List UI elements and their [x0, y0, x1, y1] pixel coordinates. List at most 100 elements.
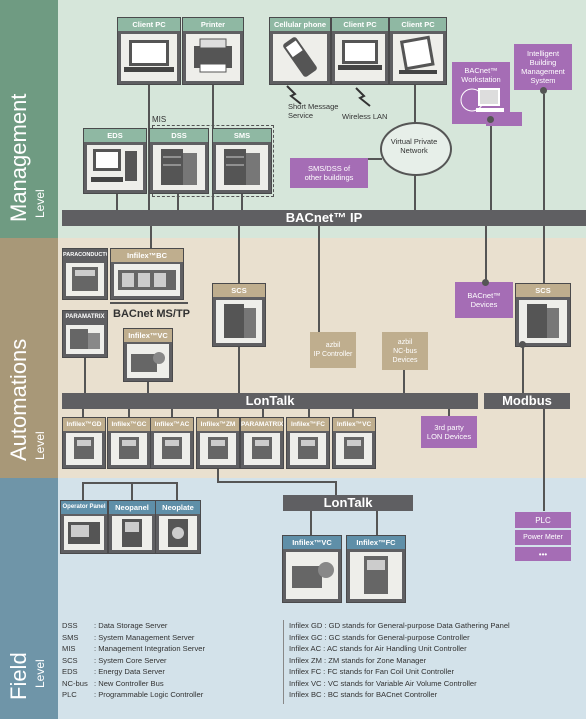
vpn-cloud	[380, 122, 452, 176]
paraconductor[interactable]: PARACONDUCTOR	[62, 248, 108, 300]
controller-icon	[72, 267, 98, 291]
controller-icon	[70, 329, 100, 349]
line-bc	[150, 226, 152, 248]
line-bacnet-devices	[485, 226, 487, 286]
bacnet-devices-dot	[482, 279, 489, 286]
client-pc-1[interactable]: Client PC	[117, 17, 181, 85]
legend-right-row: Infilex BC : BC stands for BACnet Contro…	[289, 690, 438, 699]
line-lon-pm	[262, 409, 264, 417]
client-pc-3[interactable]: Client PC	[389, 17, 447, 85]
wireless-lan-label: Wireless LAN	[342, 112, 388, 121]
line-neopanel	[131, 482, 133, 500]
line-modbus-plc	[543, 409, 545, 511]
bacnet-devices[interactable]: BACnet™ Devices	[455, 282, 513, 318]
controller-icon	[162, 437, 182, 459]
scs-2[interactable]: SCS	[515, 283, 571, 347]
line-scs2	[543, 226, 545, 286]
legend-right-row: Infilex AC : AC stands for Air Handling …	[289, 644, 467, 653]
legend-left-row: SCS: System Core Server	[62, 655, 167, 665]
client-pc-2[interactable]: Client PC	[331, 17, 389, 85]
sms-server[interactable]: SMS	[212, 128, 272, 194]
operator-panel[interactable]: Operator Panel	[60, 500, 108, 554]
line-neoplate	[176, 482, 178, 500]
infilex-fc-field[interactable]: Infilex™FC	[346, 535, 406, 603]
neopanel-icon	[122, 519, 142, 547]
server-rack-icon	[161, 149, 197, 185]
management-level-label: Management Level	[0, 0, 58, 238]
fcu-controller-icon	[364, 556, 388, 594]
third-party-lon-devices[interactable]: 3rd party LON Devices	[421, 416, 477, 448]
ibms-dot	[540, 87, 547, 94]
azbil-nc-bus-devices[interactable]: azbil NC-bus Devices	[382, 332, 428, 370]
azbil-ip-controller[interactable]: azbil IP Controller	[310, 332, 356, 368]
dss-server[interactable]: DSS	[149, 128, 209, 194]
line-lon-gd	[82, 409, 84, 417]
line-zm-down	[217, 468, 219, 482]
neoplate[interactable]: Neoplate	[155, 500, 201, 554]
phone-icon	[283, 37, 317, 77]
vav-controller-icon	[292, 562, 334, 588]
bacnet-mstp-bus: BACnet MS/TP	[113, 308, 190, 320]
controller-icon	[74, 437, 94, 459]
lon-device-5[interactable]: PARAMATRIX™	[240, 417, 284, 469]
line-scs1	[238, 226, 240, 286]
plc[interactable]: PLC	[515, 512, 571, 528]
scs-1[interactable]: SCS	[212, 283, 266, 347]
operator-panel-icon	[68, 522, 100, 544]
line-lon-fc	[308, 409, 310, 417]
legend-right: Infilex GD : GD stands for General-purpo…	[289, 620, 510, 701]
line-para-bus	[84, 355, 86, 393]
infilex-bc[interactable]: Infilex™BC	[110, 248, 184, 300]
infilex-vc-bacnet[interactable]: Infilex™VC	[123, 328, 173, 382]
controller-icon	[119, 437, 139, 459]
legend-right-row: Infilex FC : FC stands for Fan Coil Unit…	[289, 667, 455, 676]
legend-left-row: MIS: Management Integration Server	[62, 644, 206, 653]
automations-level-label: Automations Level	[0, 238, 58, 478]
printer[interactable]: Printer	[182, 17, 244, 85]
lon-device-4[interactable]: Infilex™ZM	[196, 417, 240, 469]
lon-device-6[interactable]: Infilex™FC	[286, 417, 330, 469]
laptop-icon	[124, 40, 174, 72]
lon-device-1[interactable]: Infilex™GD	[62, 417, 106, 469]
lon-device-label: Infilex™GC	[108, 418, 150, 431]
legend-left-row: PLC: Programmable Logic Controller	[62, 690, 204, 699]
line-sms	[241, 192, 243, 210]
legend-left-row: NC-bus: New Controller Bus	[62, 678, 164, 688]
lon-device-2[interactable]: Infilex™GC	[107, 417, 151, 469]
legend-divider	[283, 620, 284, 704]
line-lon-ac	[171, 409, 173, 417]
line-scs1-down	[238, 345, 240, 393]
line-op	[82, 482, 84, 500]
lon-device-3[interactable]: Infilex™AC	[150, 417, 194, 469]
line-vpn-other	[368, 158, 382, 160]
legend-right-row: Infilex VC : VC stands for Variable Air …	[289, 678, 477, 688]
legend-left-row: SMS: System Management Server	[62, 632, 195, 642]
ibms[interactable]: Intelligent Building Management System	[514, 44, 572, 90]
neoplate-icon	[168, 519, 188, 547]
line-lon-gc	[128, 409, 130, 417]
lontalk-field-bus: LonTalk	[283, 495, 413, 511]
more-devices: •••	[515, 547, 571, 561]
neopanel[interactable]: Neopanel	[108, 500, 156, 554]
lon-device-label: Infilex™GD	[63, 418, 105, 431]
printer-icon	[194, 38, 232, 73]
lontalk-bus: LonTalk	[62, 393, 478, 409]
mstp-line	[110, 302, 188, 304]
line-zm-horiz	[217, 481, 337, 483]
laptop-icon	[338, 40, 382, 70]
scs2-dot	[519, 341, 526, 348]
eds-server[interactable]: EDS	[83, 128, 147, 194]
infilex-vc-field[interactable]: Infilex™VC	[282, 535, 342, 603]
controller-icon	[208, 437, 228, 459]
lon-device-7[interactable]: Infilex™VC	[332, 417, 376, 469]
power-meter[interactable]: Power Meter	[515, 530, 571, 545]
short-message-label: Short Message Service	[288, 102, 339, 120]
controller-icon	[298, 437, 318, 459]
legend-left-row: DSS: Data Storage Server	[62, 621, 168, 630]
server-rack-icon	[527, 304, 559, 338]
line-dss	[177, 192, 179, 210]
paramatrix[interactable]: PARAMATRIX	[62, 310, 108, 358]
vav-controller-icon	[131, 352, 165, 372]
sms-dss-other-buildings[interactable]: SMS/DSS of other buildings	[290, 158, 368, 188]
cellular-phone[interactable]: Cellular phone	[269, 17, 331, 85]
